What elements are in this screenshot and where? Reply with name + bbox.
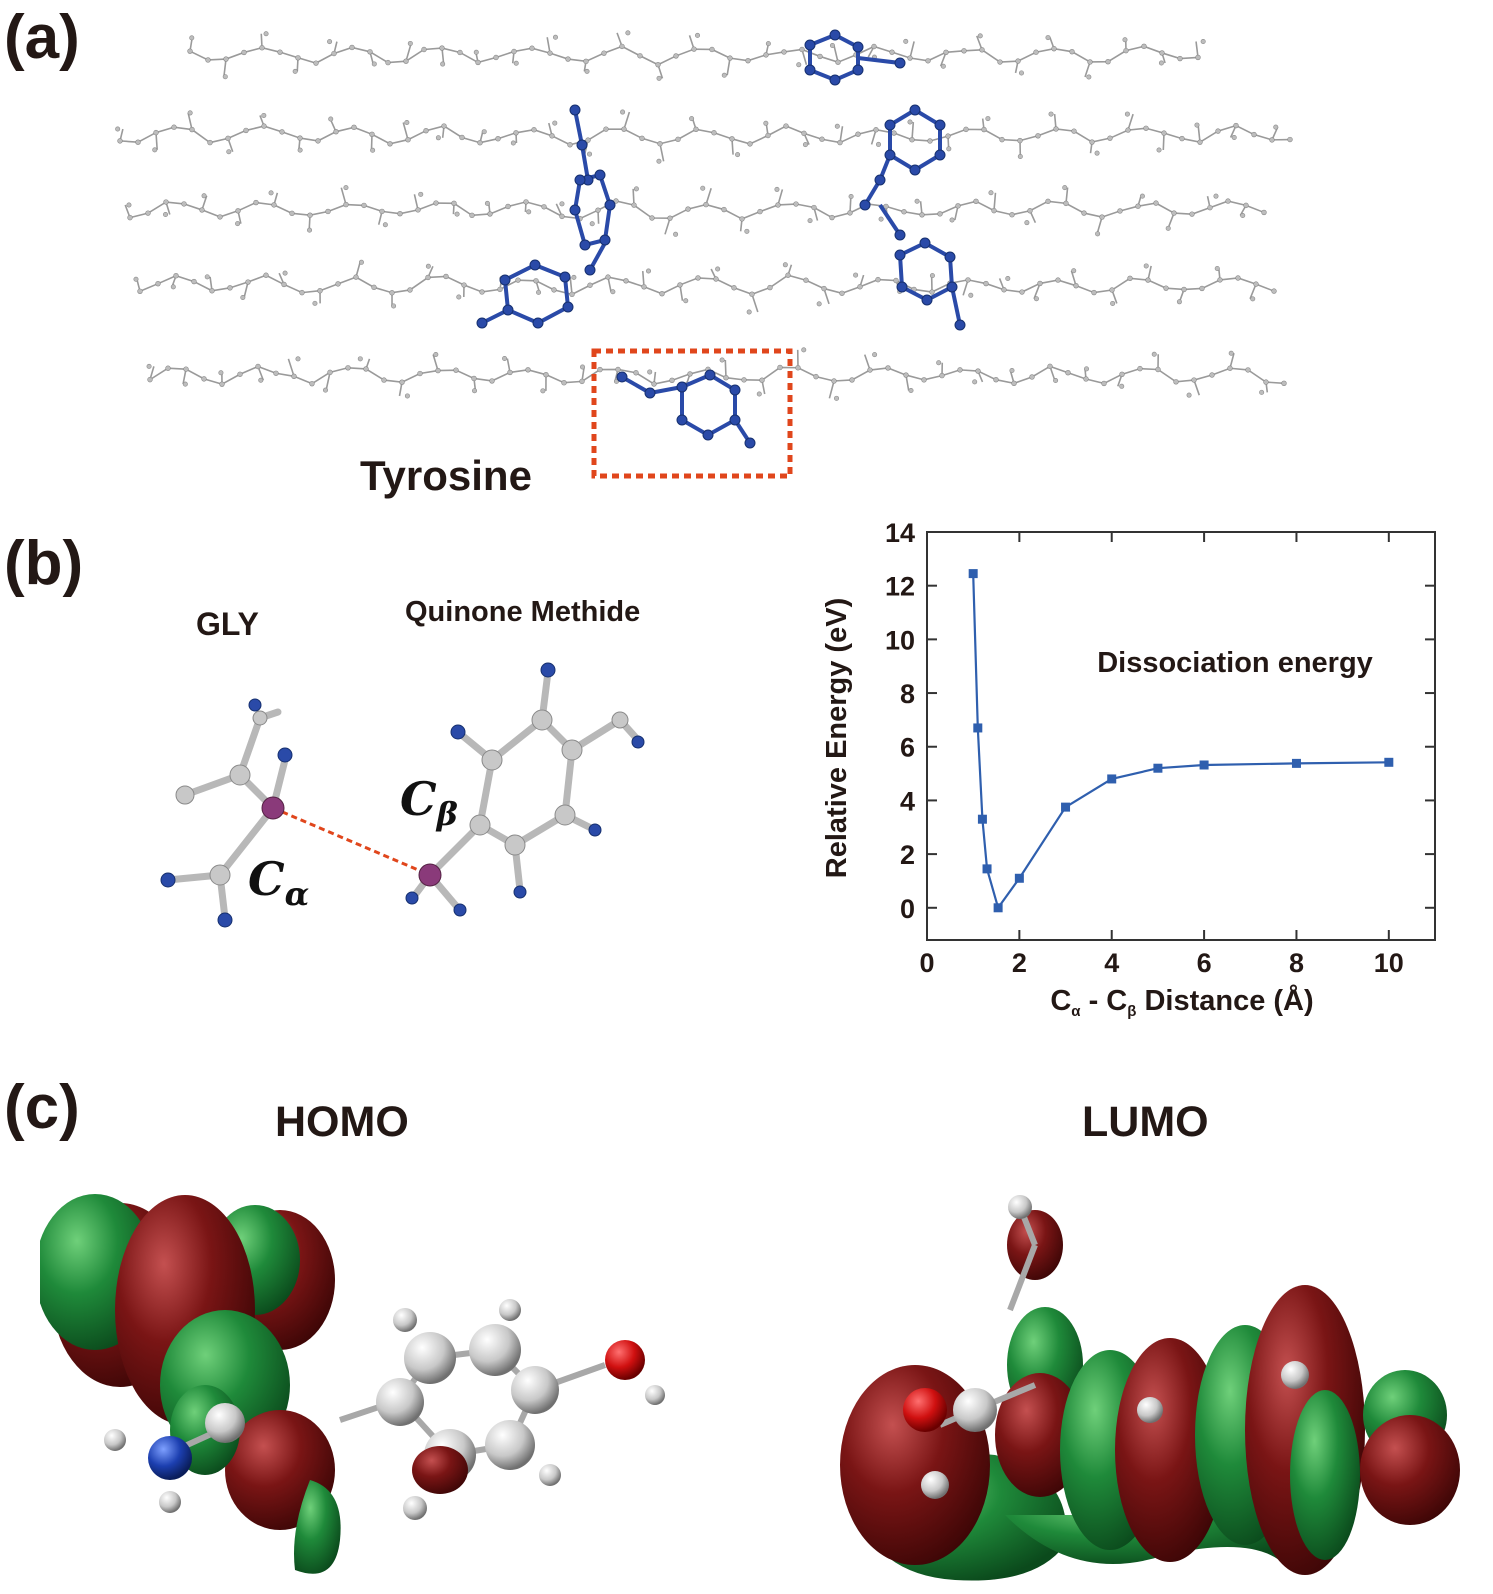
lumo-orbital-render (840, 1195, 1460, 1581)
x-axis-label-c-beta: - C (1081, 985, 1128, 1017)
tyrosine-atoms (476, 29, 966, 449)
series-line (972, 573, 1389, 911)
y-tick-label: 0 (900, 894, 915, 924)
c-beta-label: Cβ (400, 772, 458, 833)
data-point (973, 723, 983, 733)
x-axis-label: Cα - Cβ Distance (Å) (1050, 984, 1313, 1020)
y-tick-label: 4 (900, 786, 915, 816)
plot-frame (926, 531, 1436, 941)
data-point (968, 569, 978, 579)
tyrosine-ring-left-b (502, 262, 571, 326)
x-axis-label-beta-sub: β (1127, 1003, 1136, 1020)
chart-annotation: Dissociation energy (1097, 647, 1373, 679)
homo-label: HOMO (275, 1098, 409, 1146)
x-axis-label-alpha-sub: α (1071, 1003, 1081, 1020)
c-alpha-atom (261, 796, 285, 820)
quinone-methide-label: Quinone Methide (405, 596, 641, 628)
y-tick-label: 10 (885, 625, 915, 655)
protein-structure-panel-a (115, 29, 1293, 479)
data-point (977, 814, 987, 824)
x-tick-label: 2 (1012, 948, 1027, 978)
c-beta-atom (418, 863, 442, 887)
dissociation-energy-chart: 0 2 4 6 8 10 0 2 4 6 8 10 12 14 Dissociation energy R… (821, 518, 1436, 1020)
c-alpha-label: Cα (248, 852, 309, 913)
x-tick-label: 8 (1289, 948, 1304, 978)
x-tick-label: 4 (1104, 948, 1119, 978)
x-tick-label: 6 (1197, 948, 1212, 978)
y-tick-label: 2 (900, 840, 915, 870)
c-beta-subscript: β (436, 795, 458, 834)
tyrosine-highlight-box (591, 348, 793, 479)
homo-orbital-render (40, 1194, 665, 1574)
panel-c-label: (c) (4, 1073, 80, 1142)
axis-ticks: 0 2 4 6 8 10 0 2 4 6 8 10 12 14 (885, 518, 1435, 978)
x-tick-label: 10 (1374, 948, 1404, 978)
lumo-label: LUMO (1082, 1098, 1209, 1146)
gly-quinone-molecule (160, 662, 645, 928)
gly-label: GLY (196, 606, 259, 642)
y-tick-label: 8 (900, 679, 915, 709)
x-axis-label-tail: Distance (Å) (1136, 984, 1313, 1017)
tyrosine-residues (481, 32, 962, 445)
data-point (1014, 873, 1024, 883)
panel-a-label: (a) (4, 3, 80, 72)
y-axis-label: Relative Energy (eV) (821, 598, 853, 878)
peptide-chains (119, 32, 1291, 399)
data-point (1153, 763, 1163, 773)
panel-b-label: (b) (4, 529, 84, 598)
data-point (1291, 758, 1301, 768)
data-point (1107, 774, 1117, 784)
c-alpha-subscript: α (284, 875, 310, 914)
x-tick-label: 0 (919, 948, 934, 978)
c-alpha-c-beta-bond-dashed (272, 806, 431, 877)
data-point (1061, 802, 1071, 812)
y-tick-label: 14 (885, 518, 915, 548)
chain-atoms (115, 30, 1293, 401)
y-tick-label: 6 (900, 733, 915, 763)
tyrosine-ring-boxed (680, 372, 737, 438)
c-alpha-letter: C (248, 852, 285, 906)
data-point (982, 864, 992, 874)
c-beta-letter: C (400, 772, 437, 826)
tyrosine-label: Tyrosine (360, 452, 532, 499)
series-group (968, 569, 1394, 913)
y-tick-label: 12 (885, 572, 915, 602)
data-point (993, 903, 1003, 913)
data-point (1384, 757, 1394, 767)
data-point (1199, 760, 1209, 770)
x-axis-label-c-alpha: C (1050, 985, 1071, 1017)
